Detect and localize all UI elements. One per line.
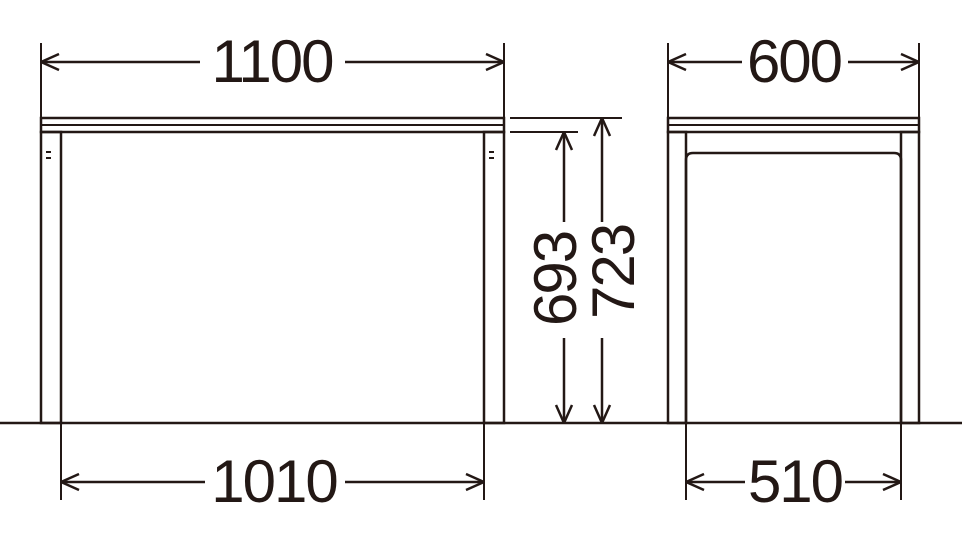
dimension-label-723: 723 <box>580 225 647 319</box>
side-right-leg <box>899 130 921 425</box>
front-view <box>39 116 506 425</box>
dimension-693: 693 <box>522 132 589 423</box>
dimension-label-600: 600 <box>747 28 842 95</box>
dimension-510: 510 <box>685 423 902 515</box>
dimension-1100: 1100 <box>40 28 505 118</box>
side-view <box>666 116 921 425</box>
front-right-bracket-mark <box>489 151 494 159</box>
dimension-723: 723 <box>580 118 647 423</box>
front-left-leg <box>39 130 63 425</box>
dimension-1010: 1010 <box>60 423 485 515</box>
front-right-leg <box>482 130 506 425</box>
side-apron-panel <box>684 151 903 423</box>
dimension-600: 600 <box>667 28 920 118</box>
front-left-bracket-mark <box>46 151 51 159</box>
dimension-label-693: 693 <box>522 232 589 326</box>
dimension-label-1100: 1100 <box>211 28 333 95</box>
side-left-leg <box>666 130 688 425</box>
dimension-label-510: 510 <box>748 448 843 515</box>
dimension-label-1010: 1010 <box>211 448 337 515</box>
